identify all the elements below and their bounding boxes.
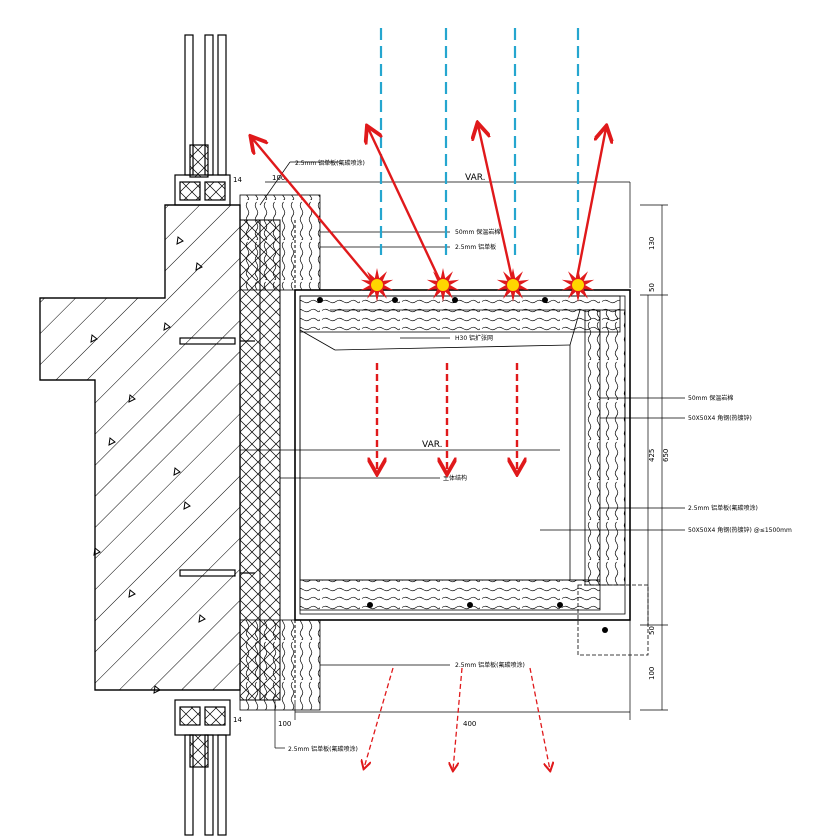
dim-r-130: 130 [648, 237, 656, 250]
fixing-dots [317, 297, 608, 633]
dim-r-50a: 50 [648, 283, 656, 292]
red-thin-arrows [364, 667, 550, 770]
dim-bot-400: 400 [463, 720, 476, 728]
dim-left-14-bot: 14 [233, 716, 242, 724]
label-bottom-leader: 2.5mm 铝单板(氟碳喷涂) [288, 745, 358, 753]
label-right-tube: 50X50X4 角钢(热镀锌) [688, 414, 752, 422]
dim-bot-100: 100 [278, 720, 291, 728]
concrete-triangle-marks [90, 236, 206, 694]
label-right-50: 50mm 保温岩棉 [688, 394, 733, 402]
dim-r-100: 100 [648, 667, 656, 680]
top-insulation-band [299, 295, 621, 333]
burst-core-4 [572, 279, 584, 291]
label-panel-50: 50mm 保温岩棉 [455, 228, 500, 236]
dimension-lines [240, 181, 668, 720]
window-frame-top [174, 34, 231, 206]
dim-r-50b: 50 [648, 626, 656, 635]
leader-lines [259, 161, 685, 749]
dim-r-650: 650 [662, 449, 670, 462]
dim-r-425: 425 [648, 449, 656, 462]
burst-core-2 [437, 279, 449, 291]
bottom-insulation-band [299, 579, 601, 611]
dim-top-var: VAR. [465, 173, 486, 183]
label-bottom-25: 2.5mm 铝单板(氟碳喷涂) [455, 661, 525, 669]
label-top-leader: 2.5mm 铝单板(氟碳喷涂) [295, 159, 365, 167]
dim-mid-var: VAR. [422, 440, 443, 450]
label-panel-25: 2.5mm 铝单板 [455, 243, 496, 251]
burst-markers [360, 268, 595, 302]
label-right-alu: 2.5mm 铝单板(氟碳喷涂) [688, 504, 758, 512]
red-dashed-arrows [377, 363, 517, 472]
red-solid-arrows [252, 125, 606, 284]
dim-top-small: 100 [272, 174, 285, 182]
cladding-box [294, 289, 631, 621]
burst-core-1 [371, 279, 383, 291]
concrete-slab [39, 204, 241, 691]
corner-brackets [239, 194, 321, 711]
burst-core-3 [507, 279, 519, 291]
window-frame-bottom [174, 699, 231, 836]
label-center-note: 主体结构 [443, 474, 467, 482]
label-mid-inner: H30 铝扩张网 [455, 334, 493, 342]
anchor-bolts [179, 337, 255, 577]
right-insulation-band [584, 309, 626, 586]
label-right-tube2: 50X50X4 角钢(热镀锌) @≤1500mm [688, 526, 792, 534]
dim-left-14-top: 14 [233, 176, 242, 184]
